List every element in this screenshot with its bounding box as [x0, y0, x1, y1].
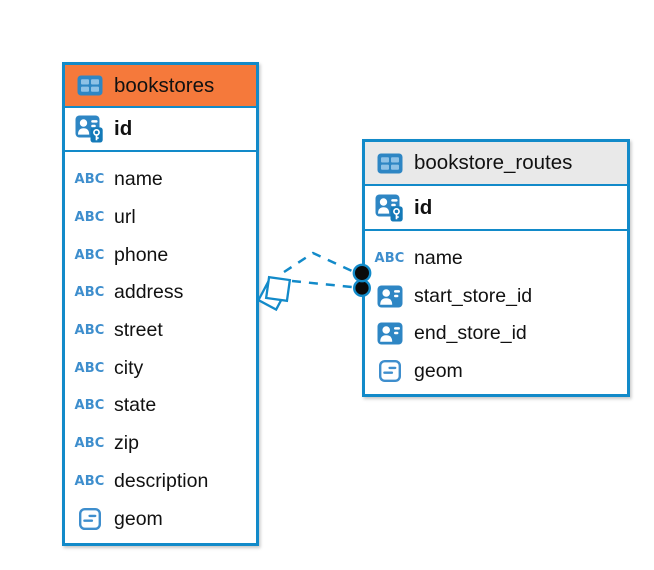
column-name: geom — [114, 507, 163, 530]
column-name: state — [114, 394, 157, 417]
text-type-icon: ABC — [74, 247, 105, 263]
column-name: id — [414, 195, 433, 219]
column-name: description — [114, 469, 209, 492]
entity-table-bookstores[interactable]: bookstores id ABC name ABC url ABC phone… — [62, 62, 259, 546]
primary-key-icon — [373, 194, 406, 222]
column-name: phone — [114, 243, 169, 266]
column-row-name[interactable]: ABC name — [65, 161, 256, 199]
primary-key-icon — [73, 115, 106, 143]
column-row-name[interactable]: ABC name — [365, 240, 627, 278]
column-row-city[interactable]: ABC city — [65, 349, 256, 387]
relation-source-marker-back[interactable] — [256, 280, 288, 312]
column-name: geom — [414, 359, 463, 382]
column-name: start_store_id — [414, 284, 533, 307]
table-title: bookstore_routes — [414, 151, 573, 174]
text-type-icon: ABC — [74, 473, 105, 489]
text-type-icon: ABC — [74, 172, 105, 188]
text-type-icon: ABC — [374, 251, 405, 267]
relation-line-upper[interactable] — [283, 251, 353, 274]
table-title: bookstores — [114, 73, 215, 97]
geometry-type-icon — [373, 360, 406, 382]
column-name: name — [414, 247, 463, 270]
column-row-description[interactable]: ABC description — [65, 463, 256, 501]
column-name: id — [114, 117, 133, 140]
column-row-phone[interactable]: ABC phone — [65, 236, 256, 274]
column-row-geom[interactable]: geom — [365, 353, 627, 391]
column-name: street — [114, 319, 163, 342]
column-row-id[interactable]: id — [365, 186, 627, 231]
column-row-address[interactable]: ABC address — [65, 274, 256, 312]
column-row-end-store-id[interactable]: end_store_id — [365, 315, 627, 353]
relation-line-lower[interactable] — [291, 279, 353, 289]
column-row-state[interactable]: ABC state — [65, 387, 256, 425]
geometry-type-icon — [73, 508, 106, 530]
text-type-icon: ABC — [74, 285, 105, 301]
column-name: url — [114, 206, 136, 229]
text-type-icon: ABC — [74, 210, 105, 226]
text-type-icon: ABC — [74, 323, 105, 339]
reference-type-icon — [373, 285, 406, 308]
column-row-zip[interactable]: ABC zip — [65, 425, 256, 463]
column-name: zip — [114, 432, 139, 455]
column-name: end_store_id — [414, 322, 527, 345]
column-row-geom[interactable]: geom — [65, 500, 256, 538]
column-list: ABC name start_store_id end_store_id geo… — [365, 231, 627, 390]
text-type-icon: ABC — [74, 360, 105, 376]
text-type-icon: ABC — [74, 436, 105, 452]
table-header-bookstores[interactable]: bookstores — [65, 65, 256, 108]
table-icon — [373, 153, 406, 174]
column-name: city — [114, 356, 144, 379]
table-header-bookstore-routes[interactable]: bookstore_routes — [365, 142, 627, 186]
column-row-url[interactable]: ABC url — [65, 199, 256, 237]
column-row-id[interactable]: id — [65, 108, 256, 152]
column-name: name — [114, 168, 163, 191]
column-row-start-store-id[interactable]: start_store_id — [365, 278, 627, 316]
relation-source-marker-front[interactable] — [264, 275, 292, 303]
column-row-street[interactable]: ABC street — [65, 312, 256, 350]
reference-type-icon — [373, 322, 406, 345]
column-name: address — [114, 281, 184, 304]
text-type-icon: ABC — [74, 398, 105, 414]
table-icon — [73, 75, 106, 96]
entity-table-bookstore-routes[interactable]: bookstore_routes id ABC name start_store… — [362, 139, 630, 397]
relation-bookstores-to-routes — [256, 251, 372, 312]
column-list: ABC name ABC url ABC phone ABC address A… — [65, 152, 256, 538]
